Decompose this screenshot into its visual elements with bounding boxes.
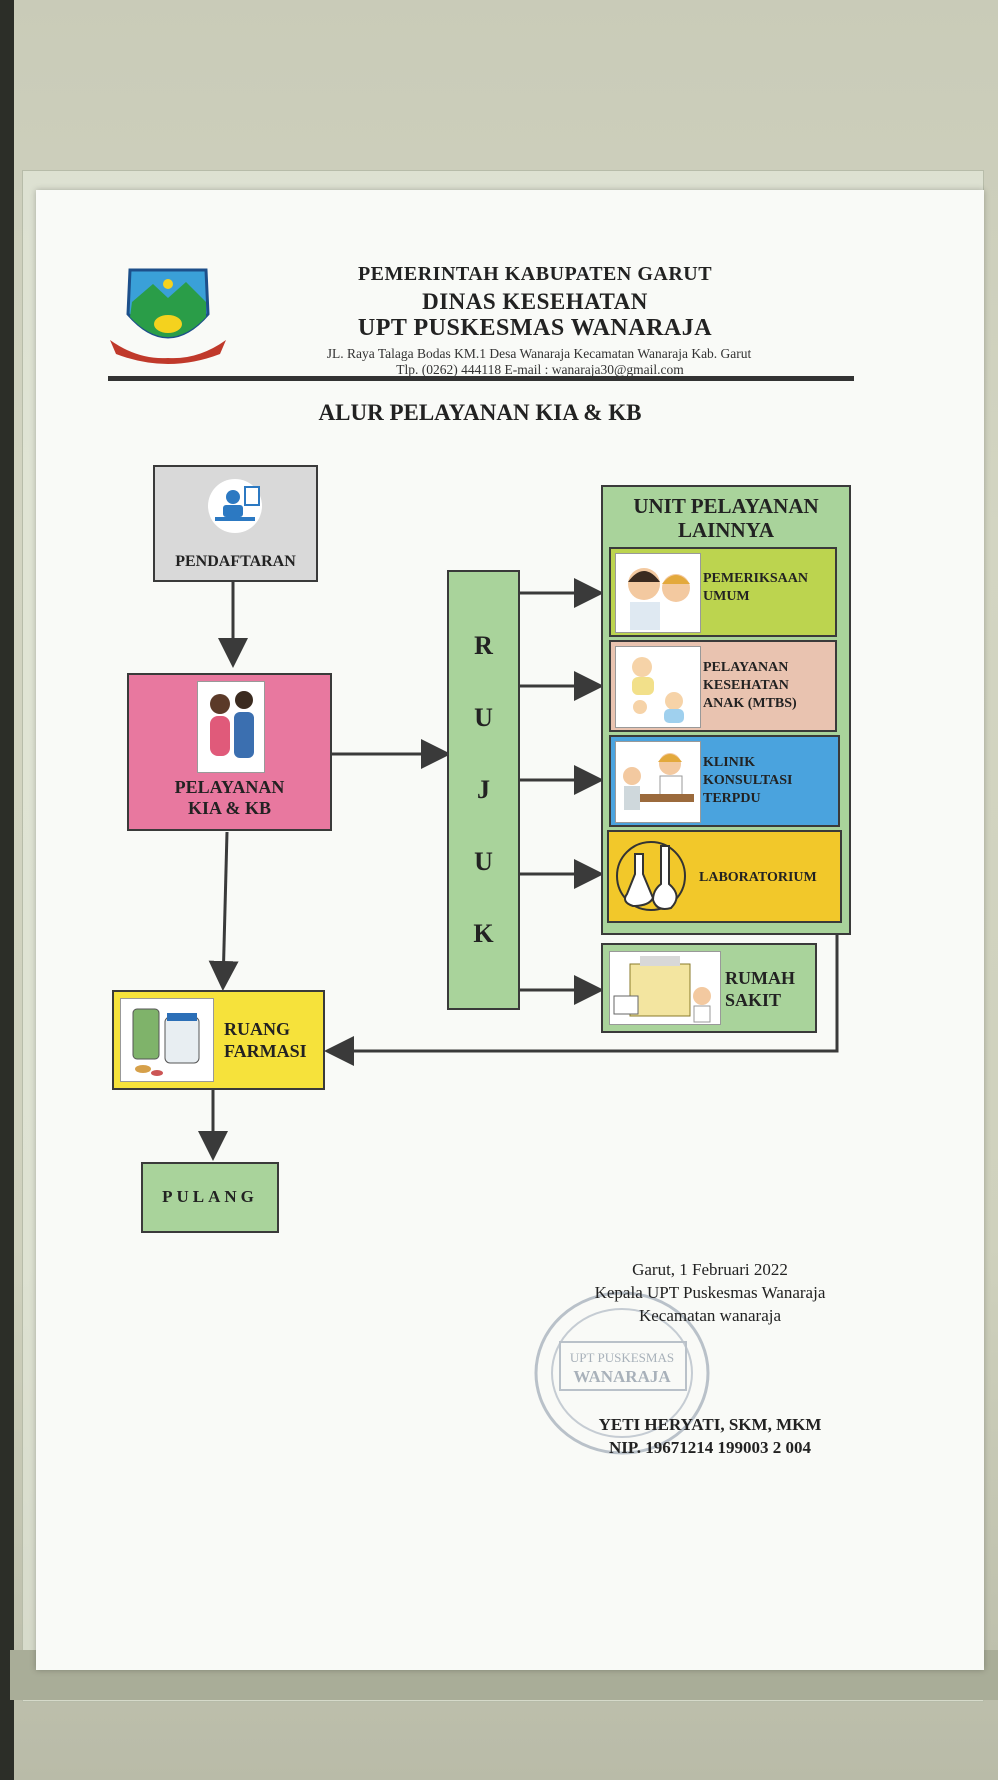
umum-label-2: UMUM: [703, 589, 750, 604]
mtbs-label-3: ANAK (MTBS): [703, 696, 797, 711]
kia-label-2: KIA & KB: [187, 798, 271, 818]
unit-title-2: LAINNYA: [677, 518, 775, 542]
rujuk-letter-r: R: [474, 631, 493, 660]
klinik-label-2: KONSULTASI: [703, 773, 793, 788]
couple-picture: [197, 681, 265, 773]
header-address: JL. Raya Talaga Bodas KM.1 Desa Wanaraja…: [326, 346, 752, 361]
children-picture: [615, 646, 701, 728]
mtbs-label-2: KESEHATAN: [703, 678, 789, 693]
garut-logo: [110, 268, 226, 364]
header-line2: DINAS KESEHATAN: [422, 289, 648, 314]
node-kia-kb: PELAYANAN KIA & KB: [127, 673, 332, 831]
doctor-picture: [615, 553, 701, 633]
umum-label-1: PEMERIKSAAN: [703, 571, 809, 586]
consultation-picture: [615, 741, 701, 823]
pendaftaran-label: PENDAFTARAN: [175, 553, 296, 570]
mtbs-label-1: PELAYANAN: [703, 660, 789, 675]
rs-label-1: RUMAH: [725, 968, 795, 988]
lab-flask-icon: [616, 841, 686, 911]
signature-nip: NIP. 19671214 199003 2 004: [609, 1438, 811, 1457]
consultation-icon: [623, 753, 694, 810]
header-line3: UPT PUSKESMAS WANARAJA: [357, 315, 713, 341]
registration-icon: [208, 479, 262, 533]
node-mtbs: PELAYANAN KESEHATAN ANAK (MTBS): [609, 640, 837, 732]
node-pulang: PULANG: [141, 1162, 279, 1233]
photo-edge: [0, 0, 14, 1780]
couple-icon: [210, 691, 254, 758]
node-rumah-sakit: RUMAH SAKIT: [601, 943, 817, 1033]
klinik-label-3: TERPDU: [703, 791, 761, 806]
page-title: ALUR PELAYANAN KIA & KB: [318, 400, 642, 425]
header-line1: PEMERINTAH KABUPATEN GARUT: [357, 263, 713, 285]
rs-label-2: SAKIT: [725, 990, 782, 1010]
doctors-icon: [628, 568, 690, 630]
arrow-units-farmasi: [324, 934, 839, 1066]
rujuk-letter-k: K: [473, 919, 494, 948]
children-icon: [632, 657, 684, 723]
unit-title-1: UNIT PELAYANAN: [633, 494, 819, 518]
header-rule: [108, 376, 854, 381]
header-contact: Tlp. (0262) 444118 E-mail : wanaraja30@g…: [396, 362, 684, 377]
signature-position-1: Kepala UPT Puskesmas Wanaraja: [594, 1283, 826, 1302]
rujuk-letter-u1: U: [474, 703, 493, 732]
medicine-icon: [132, 1008, 200, 1076]
kia-label-1: PELAYANAN: [174, 777, 285, 797]
farmasi-label-1: RUANG: [224, 1019, 290, 1039]
node-klinik: KLINIK KONSULTASI TERPDU: [609, 735, 840, 827]
rujuk-letter-u2: U: [474, 847, 493, 876]
medicine-picture: [120, 998, 214, 1082]
signature-name: YETI HERYATI, SKM, MKM: [598, 1415, 822, 1434]
stamp-line1: UPT PUSKESMAS: [570, 1350, 674, 1365]
pulang-label: PULANG: [162, 1187, 258, 1206]
node-laboratorium: LABORATORIUM: [607, 830, 842, 923]
signature-position-2: Kecamatan wanaraja: [638, 1306, 782, 1325]
node-ruang-farmasi: RUANG FARMASI: [112, 990, 325, 1090]
node-rujuk: R U J U K: [447, 570, 520, 1010]
hospital-icon: [613, 956, 711, 1023]
lab-label: LABORATORIUM: [699, 870, 817, 885]
arrow-kia-farmasi: [208, 831, 239, 991]
node-pendaftaran: PENDAFTARAN: [153, 465, 318, 582]
signature-place-date: Garut, 1 Februari 2022: [632, 1260, 788, 1279]
farmasi-label-2: FARMASI: [224, 1041, 307, 1061]
official-stamp: UPT PUSKESMAS WANARAJA: [534, 1291, 710, 1455]
rujuk-letter-j: J: [477, 775, 490, 804]
stamp-line2: WANARAJA: [573, 1367, 671, 1386]
hospital-picture: [609, 951, 721, 1025]
node-pemeriksaan-umum: PEMERIKSAAN UMUM: [609, 547, 837, 637]
klinik-label-1: KLINIK: [703, 755, 756, 770]
